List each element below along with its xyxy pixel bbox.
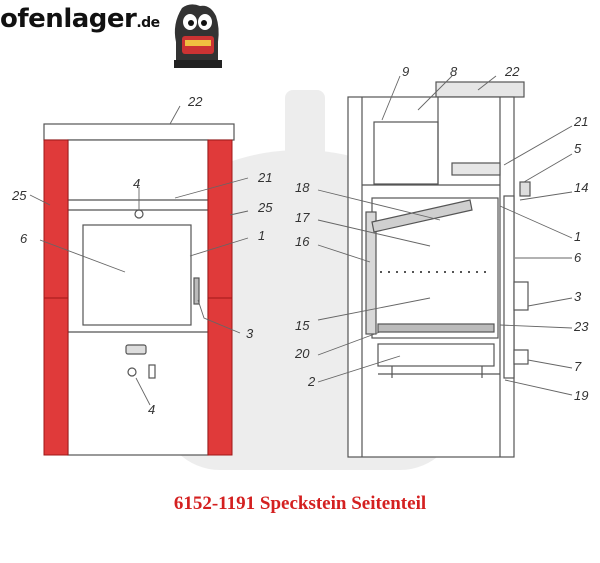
side-callout: 15 (295, 318, 310, 333)
front-callout: 4 (148, 402, 155, 417)
side-callouts: 9 8 22 21 5 18 14 17 16 1 6 3 15 23 20 2… (294, 64, 589, 403)
side-callout: 3 (574, 289, 582, 304)
side-callout: 23 (573, 319, 589, 334)
ofenlager-logo[interactable]: ofenlager.de (0, 0, 240, 75)
front-view (43, 123, 235, 456)
ash-pan (377, 343, 495, 367)
logo-wordmark: ofenlager.de (0, 4, 160, 34)
front-callout: 25 (257, 200, 273, 215)
front-callouts: 22 25 4 21 25 6 1 3 4 (11, 94, 273, 417)
side-callout: 22 (504, 64, 520, 79)
side-callout: 14 (574, 180, 588, 195)
front-logo-badge (125, 344, 147, 355)
stove-mascot-icon (174, 4, 222, 68)
side-callout: 9 (402, 64, 409, 79)
front-air-valve-bottom (127, 367, 137, 377)
front-callout: 3 (246, 326, 254, 341)
side-callout: 5 (574, 141, 582, 156)
front-top-cover (43, 123, 235, 141)
front-door-window (82, 224, 192, 326)
front-callout: 25 (11, 188, 27, 203)
side-lining (365, 211, 377, 335)
side-top-plate (435, 81, 525, 98)
soapstone-panel-right-bottom (207, 297, 233, 456)
front-leader-lines (29, 105, 249, 406)
front-callout: 1 (258, 228, 265, 243)
soapstone-panel-left-bottom (43, 297, 69, 456)
front-body (67, 139, 209, 456)
side-callout: 1 (574, 229, 581, 244)
side-callout: 21 (573, 114, 588, 129)
convection-box (373, 121, 439, 185)
side-callout: 20 (294, 346, 310, 361)
side-upper-stone (451, 162, 501, 176)
soapstone-panel-left-top (43, 139, 69, 299)
front-callout: 6 (20, 231, 28, 246)
soapstone-side-panels (43, 139, 233, 456)
lower-door-latch (513, 349, 529, 365)
front-door-handle (193, 277, 200, 305)
side-flue-stub (519, 181, 531, 197)
front-callout: 22 (187, 94, 203, 109)
door-frame (503, 195, 515, 379)
front-callout: 21 (257, 170, 272, 185)
side-callout: 7 (574, 359, 582, 374)
side-callout: 19 (574, 388, 588, 403)
part-caption: 6152-1191 Speckstein Seitenteil (173, 493, 427, 514)
side-callout: 17 (295, 210, 310, 225)
side-leader-lines (317, 75, 573, 396)
door-handle-side (513, 281, 529, 311)
front-callout: 4 (133, 176, 140, 191)
side-callout: 6 (574, 250, 582, 265)
side-callout: 18 (295, 180, 310, 195)
soapstone-panel-right-top (207, 139, 233, 299)
side-callout: 16 (295, 234, 310, 249)
side-callout: 8 (450, 64, 458, 79)
side-callout: 2 (307, 374, 316, 389)
side-view (347, 81, 531, 458)
grate (377, 323, 495, 333)
